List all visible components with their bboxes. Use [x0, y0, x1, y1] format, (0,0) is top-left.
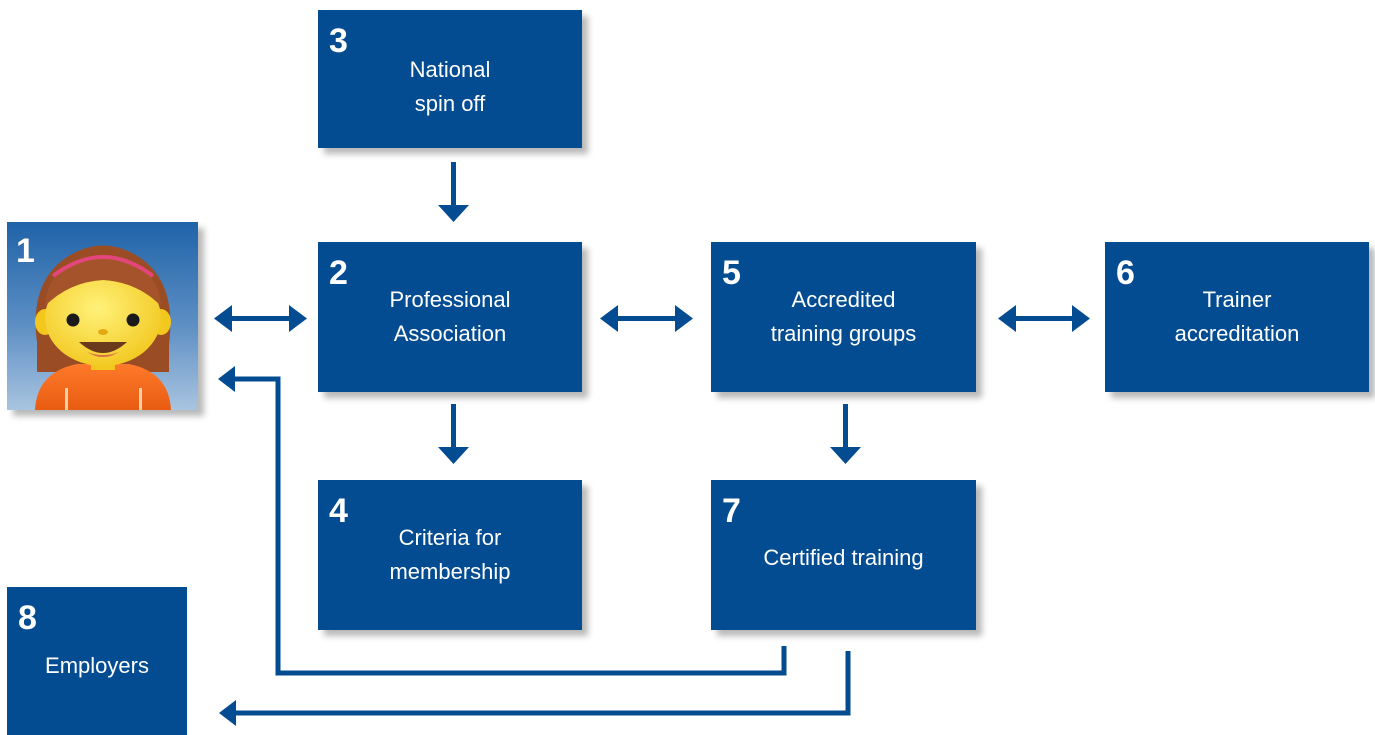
node-label-line: Employers — [45, 653, 149, 678]
node-accredited-training-groups: 5 Accredited training groups — [711, 242, 976, 392]
node-number: 2 — [329, 254, 348, 292]
node-number: 8 — [18, 599, 37, 637]
node-label: Employers — [7, 649, 187, 683]
person-node: 1 — [7, 222, 198, 410]
node-certified-training: 7 Certified training — [711, 480, 976, 630]
arrow-accredited-to-certified — [830, 404, 861, 464]
node-label-line: Criteria for — [398, 525, 502, 550]
arrow-national-to-association — [438, 162, 469, 222]
node-label: Trainer accreditation — [1105, 283, 1369, 351]
node-number: 1 — [16, 232, 35, 270]
node-number: 7 — [722, 492, 741, 530]
node-label: Professional Association — [318, 283, 582, 351]
node-professional-association: 2 Professional Association — [318, 242, 582, 392]
node-label-line: spin off — [414, 91, 486, 116]
arrow-accredited-trainer-bidirectional — [998, 305, 1090, 332]
node-label-line: Professional — [389, 287, 511, 312]
node-label-line: Trainer — [1202, 287, 1272, 312]
node-label-line: Certified training — [763, 545, 924, 570]
node-number: 5 — [722, 254, 741, 292]
node-label-line: membership — [389, 559, 511, 584]
node-number: 3 — [329, 22, 348, 60]
node-label: Criteria for membership — [318, 521, 582, 589]
node-label: Certified training — [711, 541, 976, 575]
node-national-spin-off: 3 National spin off — [318, 10, 582, 148]
arrow-certified-to-employers — [219, 651, 851, 726]
node-label-line: accreditation — [1174, 321, 1300, 346]
arrow-association-accredited-bidirectional — [600, 305, 693, 332]
node-trainer-accreditation: 6 Trainer accreditation — [1105, 242, 1369, 392]
node-label-line: Association — [393, 321, 507, 346]
arrow-person-association-bidirectional — [214, 305, 307, 332]
node-label-line: training groups — [770, 321, 917, 346]
node-label: Accredited training groups — [711, 283, 976, 351]
node-label-line: Accredited — [791, 287, 896, 312]
node-label: National spin off — [318, 53, 582, 121]
node-criteria-for-membership: 4 Criteria for membership — [318, 480, 582, 630]
node-number: 6 — [1116, 254, 1135, 292]
node-label-line: National — [409, 57, 491, 82]
node-employers: 8 Employers — [7, 587, 187, 735]
arrow-association-to-criteria — [438, 404, 469, 464]
girl-avatar-icon — [7, 222, 198, 410]
